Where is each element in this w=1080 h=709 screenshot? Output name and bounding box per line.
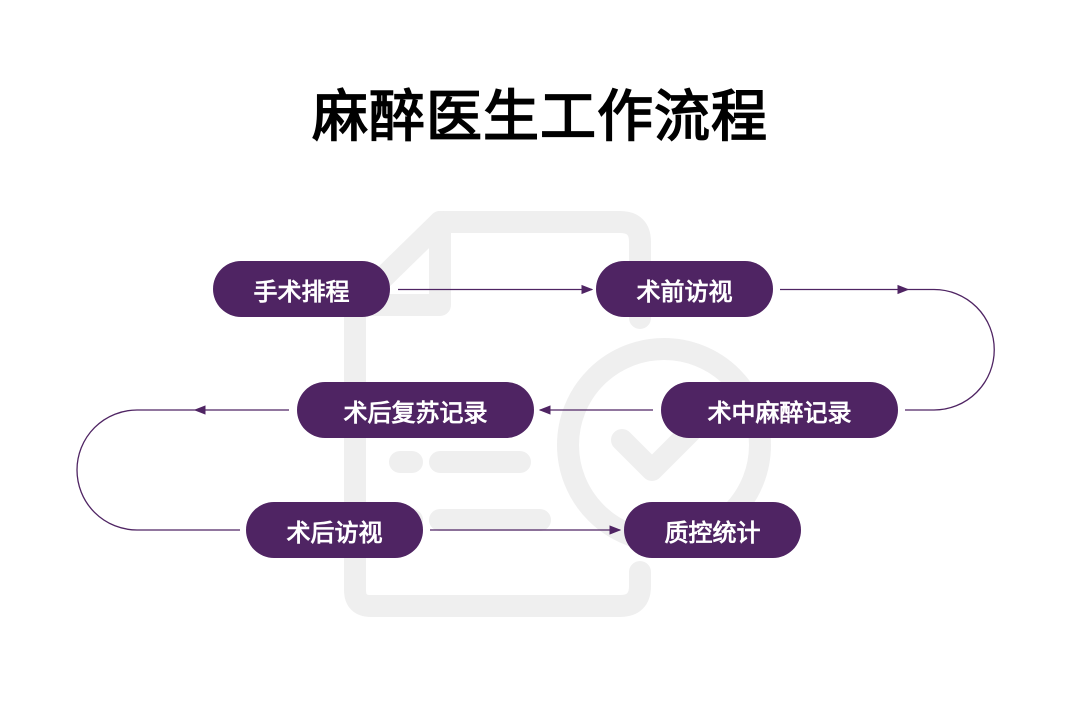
- edge-houfusu-houfang-curve: [76, 409, 240, 531]
- node-preop-visit[interactable]: 术前访视: [596, 261, 773, 317]
- node-surgery-scheduling[interactable]: 手术排程: [213, 261, 390, 317]
- page-title: 麻醉医生工作流程: [312, 85, 768, 150]
- node-postop-visit[interactable]: 术后访视: [246, 502, 423, 558]
- edge-qianfang-zhongmz-curve: [905, 288, 995, 411]
- node-quality-control-stats[interactable]: 质控统计: [624, 502, 801, 558]
- node-postop-recovery-record[interactable]: 术后复苏记录: [297, 382, 534, 438]
- node-intraop-anesthesia-record[interactable]: 术中麻醉记录: [661, 382, 898, 438]
